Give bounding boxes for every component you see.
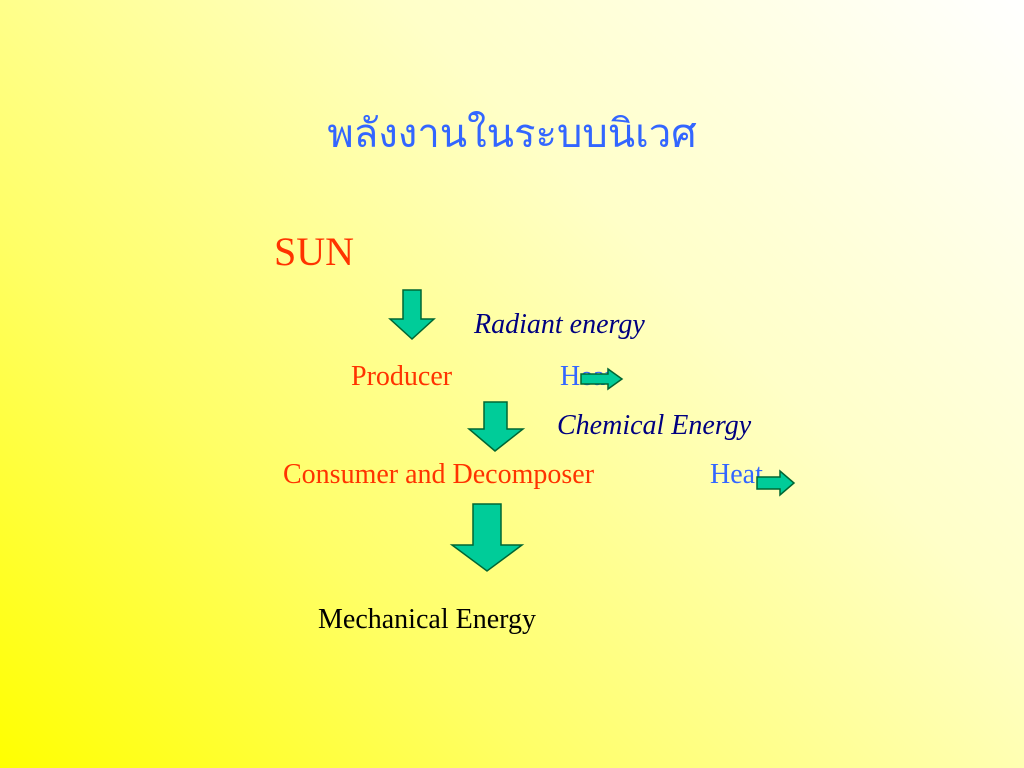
right-arrow-shape xyxy=(756,469,796,497)
node-consumer-decomposer: Consumer and Decomposer xyxy=(283,459,595,490)
down-arrow-consumer-to-mechanical-icon xyxy=(449,503,525,572)
right-arrow-consumer-heat-icon xyxy=(756,469,796,497)
right-arrow-producer-heat-icon xyxy=(580,367,624,391)
label-chemical-energy: Chemical Energy xyxy=(557,410,752,441)
node-sun: SUN xyxy=(274,229,355,274)
label-radiant-energy: Radiant energy xyxy=(474,309,645,340)
down-arrow-producer-to-consumer-icon xyxy=(466,401,526,452)
node-mechanical-energy: Mechanical Energy xyxy=(318,604,536,635)
down-arrow-sun-to-producer-icon xyxy=(388,289,436,341)
down-arrow-shape xyxy=(449,503,525,572)
label-consumer-heat: Heat xyxy=(710,459,763,490)
right-arrow-shape xyxy=(580,367,624,391)
down-arrow-shape xyxy=(388,289,436,341)
node-producer: Producer xyxy=(351,361,453,392)
down-arrow-shape xyxy=(466,401,526,452)
page-title: พลังงานในระบบนิเวศ xyxy=(327,111,697,157)
